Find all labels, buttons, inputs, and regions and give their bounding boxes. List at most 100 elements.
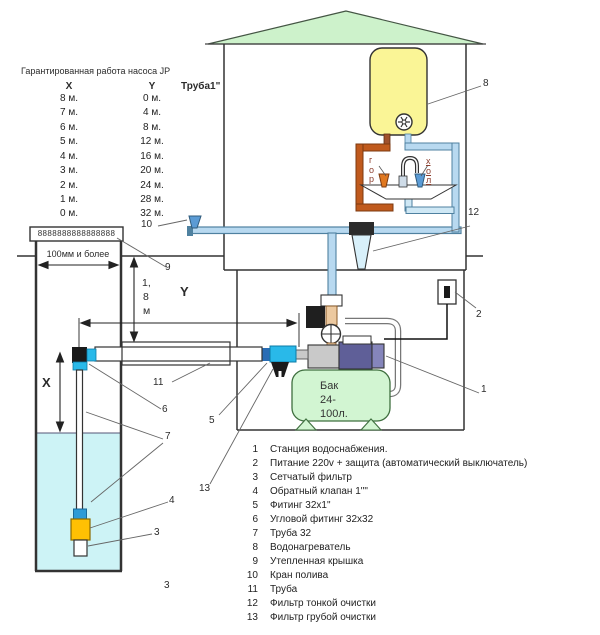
pressure-switch <box>306 306 325 328</box>
y-run-arrow <box>78 313 300 347</box>
collar-fitting <box>320 294 343 307</box>
fine-filter-funnel <box>351 234 372 270</box>
callout-casing: 11 <box>153 377 164 388</box>
tan-pipe-upper <box>325 305 338 326</box>
tank-label: Бак 24- 100л. <box>320 380 348 420</box>
table-row: 5 м.12 м. <box>60 136 164 147</box>
cold-label-line <box>420 164 429 177</box>
freeze-depth-label-3: м <box>143 305 151 317</box>
supply-pipe <box>190 226 462 235</box>
table-header-x: X <box>65 81 73 92</box>
tank-loop-pipe-inner <box>345 319 400 396</box>
callout-elbow: 6 <box>162 404 168 415</box>
valve-cap <box>73 508 87 520</box>
table-row: 0 м.32 м. <box>60 208 164 219</box>
callout-cover: 9 <box>165 262 171 273</box>
faucet-spout-inner <box>402 157 418 178</box>
hot-label-line <box>378 165 387 177</box>
freeze-depth-label-2: 8 <box>143 291 149 303</box>
callout-fitting: 5 <box>209 415 215 426</box>
well-width-arrow <box>37 260 120 270</box>
table-row: 3 м.20 м. <box>60 165 164 176</box>
heater-hot-stub <box>383 133 391 146</box>
power-outlet-slot <box>444 286 450 298</box>
garden-tap-funnel <box>188 215 202 229</box>
fitting-32x1-dark <box>262 348 270 361</box>
callout-strainer-b: 3 <box>164 580 170 591</box>
tank-leg-left <box>294 418 318 431</box>
callout-power: 2 <box>476 309 482 320</box>
heater-element-icon <box>395 113 413 131</box>
table-header-pipe: Труба1" <box>181 81 221 92</box>
table-row: 7 м.4 м. <box>60 107 161 118</box>
riser-pipe <box>327 232 337 296</box>
y-dimension-label: Y <box>180 284 189 299</box>
table-row: 1 м.28 м. <box>60 194 164 205</box>
table-row: 2 м.24 м. <box>60 180 164 191</box>
well-width-label: 100мм и более <box>46 249 110 259</box>
coarse-filter-funnel <box>271 362 289 377</box>
water-heater <box>369 47 428 136</box>
freeze-depth-arrow <box>129 256 139 343</box>
tank <box>291 369 391 422</box>
well-insulated-cover <box>29 226 124 242</box>
pump-motor-end <box>371 343 385 369</box>
elbow-cyan-bottom <box>72 361 88 371</box>
x-dimension-label: X <box>42 375 51 390</box>
table-title: Гарантированная работа насоса JP <box>21 66 171 76</box>
cold-tap-handle <box>414 173 426 188</box>
table-row: 8 м.0 м. <box>60 93 161 104</box>
pipe-casing <box>121 341 231 366</box>
elbow-cyan-right <box>86 348 97 362</box>
tank-leg-right <box>359 418 383 431</box>
power-wire <box>384 304 448 340</box>
pump-motor <box>338 341 373 370</box>
callout-check-valve: 4 <box>169 495 175 506</box>
callout-heater: 8 <box>483 78 489 89</box>
sink <box>359 184 458 200</box>
callout-station: 1 <box>481 384 487 395</box>
check-valve <box>70 518 91 541</box>
well-walls <box>34 241 123 573</box>
callout-pipe: 7 <box>165 431 171 442</box>
fine-filter-cap <box>349 222 374 235</box>
gauge-cross <box>322 325 340 343</box>
pump-body <box>307 344 340 369</box>
table-row: 4 м.16 м. <box>60 151 164 162</box>
pump-top-cap <box>342 335 372 345</box>
well-pipe <box>75 369 84 511</box>
callout-coarse-filter: 13 <box>199 483 211 494</box>
x-depth-arrow <box>55 351 65 433</box>
freeze-depth-label-1: 1, <box>142 277 151 289</box>
roof <box>207 10 484 45</box>
table-header-y: Y <box>148 81 156 92</box>
strainer <box>73 539 88 557</box>
coarse-filter-slit <box>278 371 282 377</box>
elbow-body <box>72 347 87 363</box>
callout-lines <box>85 85 482 547</box>
insulated-cover-pattern: 8888888888888888 <box>37 229 116 238</box>
garden-tap-stub <box>187 226 193 236</box>
callout-fine-filter: 12 <box>468 207 480 218</box>
callout-tap: 10 <box>141 219 153 230</box>
inlet-pipe-stub <box>295 349 309 360</box>
hot-tap-handle <box>378 173 390 188</box>
fitting-32x1 <box>269 345 297 363</box>
callout-strainer: 3 <box>154 527 160 538</box>
